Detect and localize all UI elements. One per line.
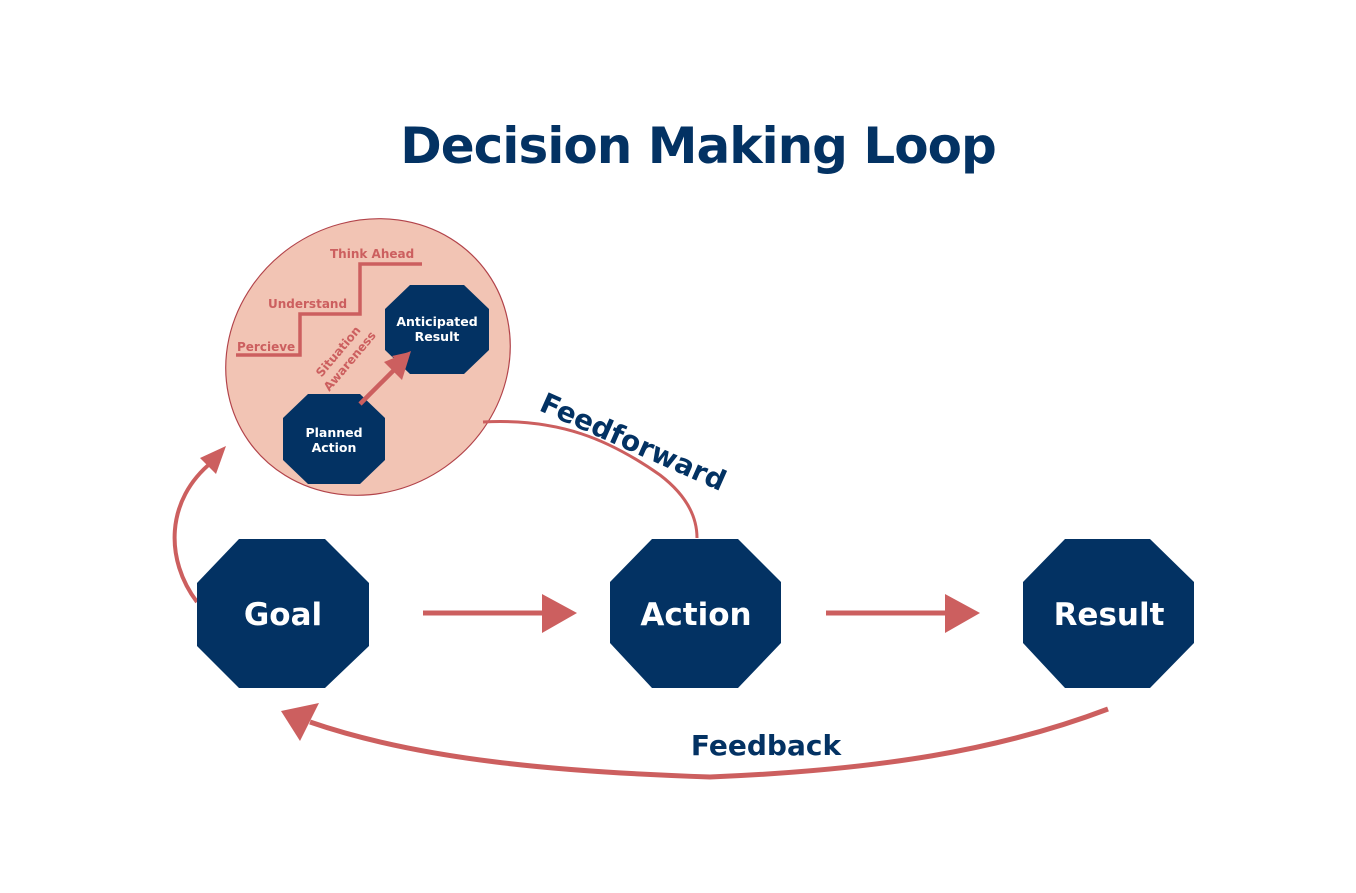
planned-action-line-1: Planned xyxy=(305,425,362,440)
goal-to-planning-arrow xyxy=(172,460,214,604)
action-label: Action xyxy=(640,597,751,633)
anticipated-result-line-2: Result xyxy=(415,329,460,344)
situation-awareness-ellipse xyxy=(225,218,511,496)
goal-to-action-arrowhead xyxy=(542,594,577,633)
goal-label: Goal xyxy=(244,597,322,633)
feedback-line xyxy=(309,706,1109,780)
feedforward-line xyxy=(482,420,699,539)
result-label: Result xyxy=(1054,597,1165,633)
diagram-title: Decision Making Loop xyxy=(400,117,995,175)
planned-action-line-2: Action xyxy=(312,440,357,455)
step-understand: Understand xyxy=(268,297,347,311)
feedback-arrowhead xyxy=(281,703,319,741)
planned-action-node xyxy=(283,394,385,484)
step-think-ahead: Think Ahead xyxy=(330,247,414,261)
result-node xyxy=(1023,539,1194,688)
situation-awareness-arrowhead-fill xyxy=(384,351,411,380)
awareness-staircase xyxy=(236,262,422,357)
step-percieve: Percieve xyxy=(237,340,295,354)
anticipated-result-line-1: Anticipated xyxy=(396,314,477,329)
action-to-result-arrowhead xyxy=(945,594,980,633)
feedback-label: Feedback xyxy=(691,729,843,762)
action-node xyxy=(610,539,781,688)
anticipated-result-node xyxy=(385,285,489,374)
goal-to-planning-arrowhead xyxy=(200,446,226,474)
goal-node xyxy=(197,539,369,688)
feedforward-label: Feedforward xyxy=(535,386,731,497)
situation-awareness-arrow xyxy=(358,364,400,406)
